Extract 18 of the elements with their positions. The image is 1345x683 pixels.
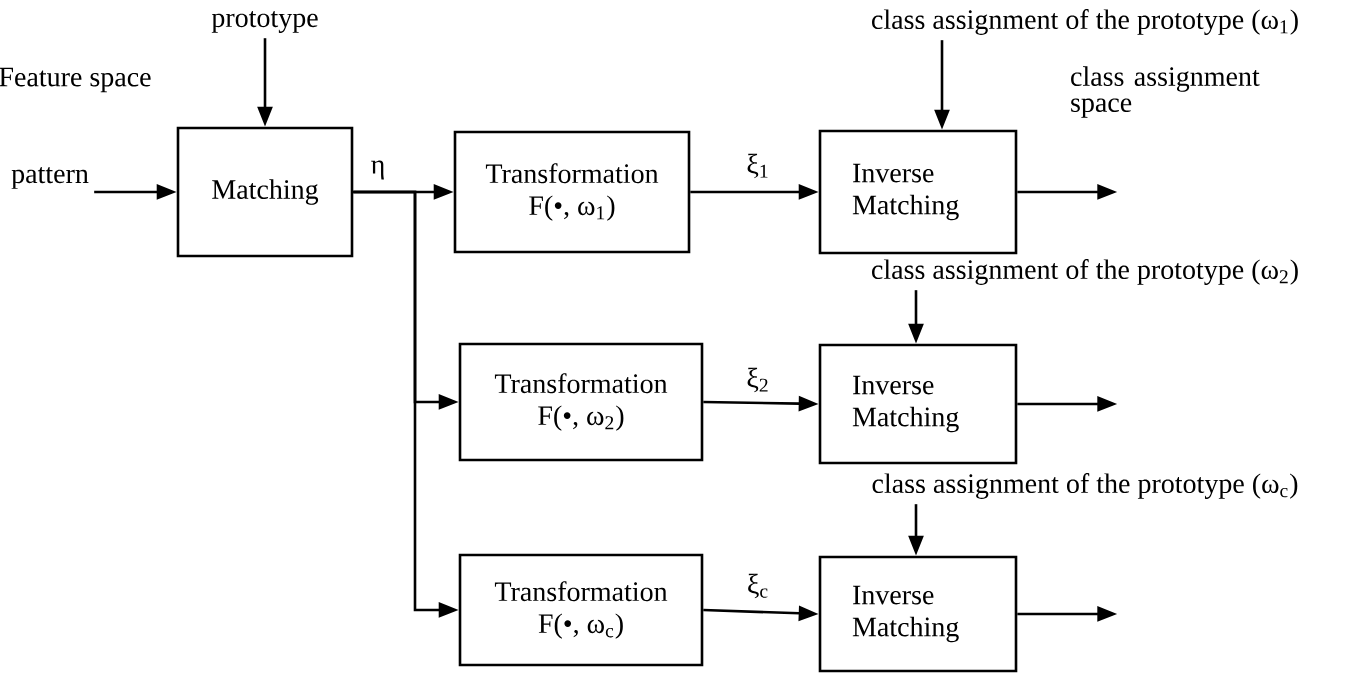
process-box: Transformation F(•, ω$_{2}$)	[458, 342, 704, 462]
process-box: Inverse Matching	[818, 555, 1018, 673]
input-label: class assignment of the prototype (ω$_{1}$)	[872, 9, 1298, 35]
process-box: Transformation F(•, ω$_{1}$)	[453, 130, 691, 254]
process-box: Inverse Matching	[818, 343, 1018, 465]
text-label: Feature space	[0, 67, 151, 93]
text-label: class assignment space	[1071, 66, 1260, 118]
process-box: Inverse Matching	[818, 129, 1018, 255]
input-label: class assignment of the prototype (ω$_{2}$)	[872, 259, 1298, 285]
input-label: class assignment of the prototype (ω$_{c}$)	[872, 473, 1298, 499]
input-label: pattern	[11, 167, 89, 189]
input-label: prototype	[211, 11, 318, 33]
process-box: Matching	[176, 126, 354, 258]
edge-label: ξ$_{c}$	[744, 571, 772, 601]
edge-label: η	[368, 158, 388, 182]
process-box: Transformation F(•, ω$_{c}$)	[458, 553, 704, 667]
edge-label: ξ$_{2}$	[744, 365, 772, 395]
edge-label: ξ$_{1}$	[744, 151, 772, 181]
